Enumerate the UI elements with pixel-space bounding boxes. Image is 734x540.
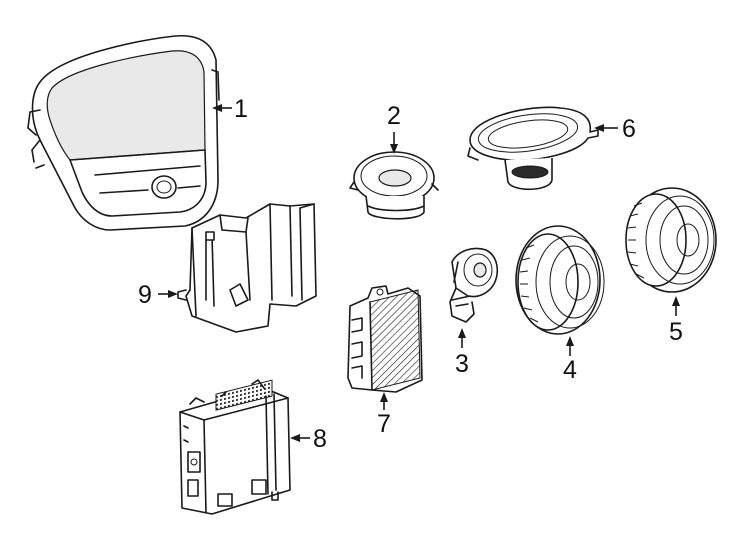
callout-7: 7 [377,410,391,438]
leader-9 [158,290,178,298]
callout-2: 2 [387,102,401,130]
leader-3 [458,328,466,348]
callout-9: 9 [138,281,152,309]
tweeter-part [449,247,499,323]
callout-8: 8 [313,425,327,453]
leader-2 [390,132,398,154]
leader-4 [566,336,574,356]
bracket-part [177,203,317,333]
callout-4: 4 [563,356,577,384]
speaker-2-part [349,151,439,220]
leader-6 [594,124,618,132]
display-part [27,35,220,231]
speaker-4-part [515,225,605,335]
leader-5 [672,296,680,316]
control-module-part [179,379,291,515]
speaker-6-part [467,106,599,191]
callout-5: 5 [669,318,683,346]
leader-1 [212,104,232,112]
leader-7 [380,392,388,410]
callout-1: 1 [234,95,248,123]
speaker-5-part [625,187,717,293]
amplifier-part [347,285,423,393]
leader-8 [290,434,310,442]
callout-3: 3 [455,350,469,378]
callout-6: 6 [622,115,636,143]
